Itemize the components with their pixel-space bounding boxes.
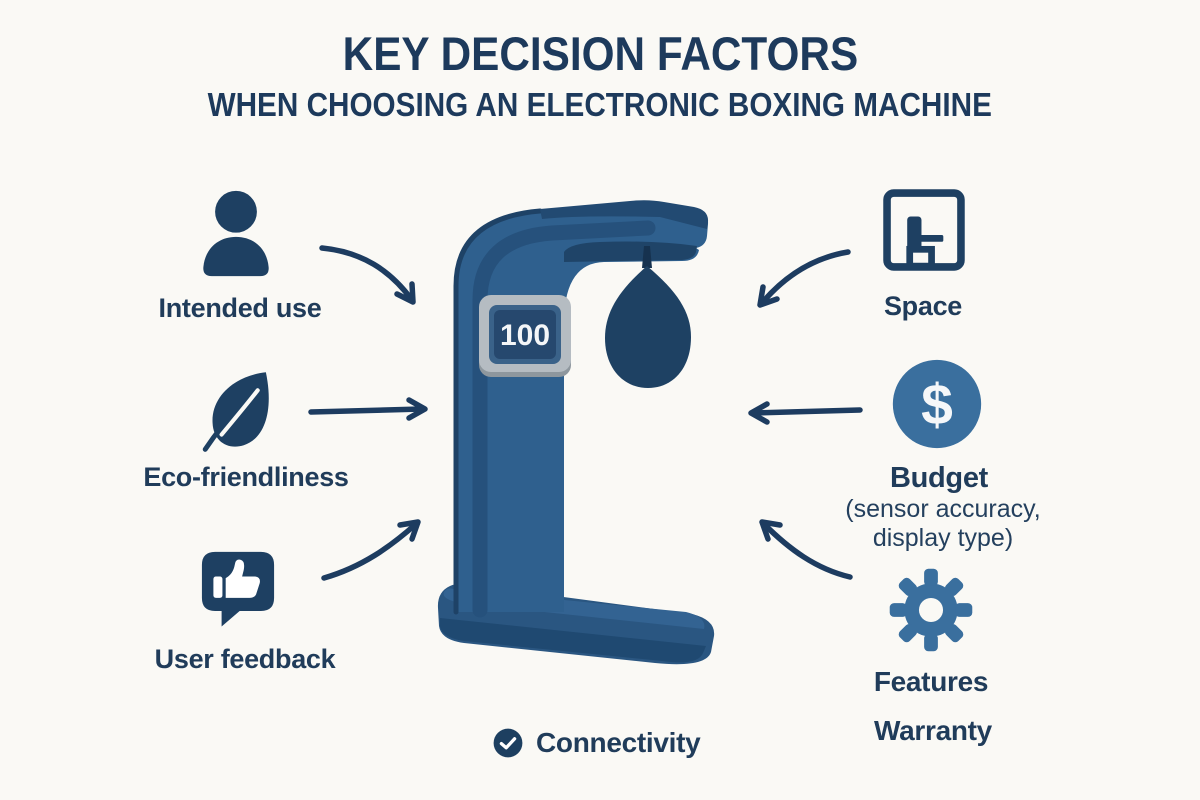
factor-label-warranty: Warranty xyxy=(874,715,992,746)
arrow-space-to-machine xyxy=(757,249,851,308)
leaf-icon xyxy=(197,366,279,454)
punching-bag xyxy=(605,246,691,388)
check-circle-icon xyxy=(493,728,523,758)
gear-icon xyxy=(888,567,974,653)
factor-label-eco-friendliness: Eco-friendliness xyxy=(143,462,349,492)
page-subtitle: WHEN CHOOSING AN ELECTRONIC BOXING MACHI… xyxy=(207,86,993,123)
factor-label-user-feedback: User feedback xyxy=(154,644,336,674)
factor-label-features: Features xyxy=(873,666,989,697)
machine-body xyxy=(453,200,709,618)
thumbs-up-speech-bubble-icon xyxy=(197,543,279,633)
factor-label-space: Space xyxy=(883,291,963,321)
arrow-eco-friendliness-to-machine xyxy=(308,397,428,421)
score-display-value: 100 xyxy=(500,319,550,352)
arrow-budget-to-machine xyxy=(748,401,863,425)
page-title: KEY DECISION FACTORS xyxy=(342,27,858,80)
factor-label-connectivity: Connectivity xyxy=(536,727,701,758)
factor-label-budget: Budget xyxy=(889,462,989,494)
dollar-circle-icon: $ xyxy=(891,358,983,450)
factor-label-intended-use: Intended use xyxy=(158,293,322,323)
person-icon xyxy=(194,190,278,282)
score-display: 100 xyxy=(479,295,571,377)
dollar-glyph: $ xyxy=(921,373,953,437)
arrow-intended-use-to-machine xyxy=(319,245,416,305)
arrow-user-feedback-to-machine xyxy=(321,519,421,581)
room-space-icon xyxy=(882,187,966,273)
connectivity-item: Connectivity xyxy=(493,727,701,759)
factor-sublabel-budget-line1: (sensor accuracy, xyxy=(845,495,1041,523)
arrow-features-to-machine xyxy=(759,519,853,580)
factor-sublabel-budget-line2: display type) xyxy=(872,524,1014,552)
